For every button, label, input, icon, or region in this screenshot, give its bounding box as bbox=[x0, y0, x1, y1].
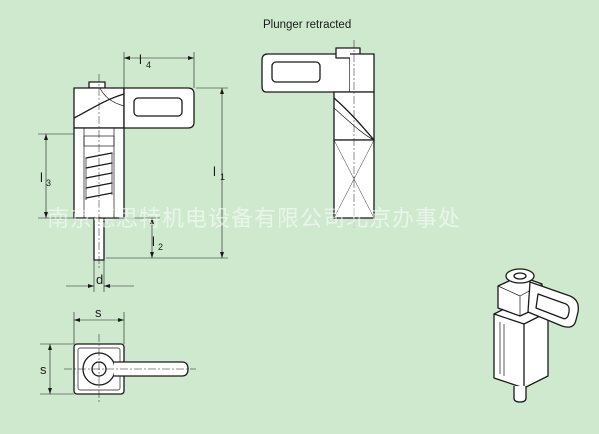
iso-pin bbox=[513, 386, 527, 403]
side-body-cross bbox=[333, 139, 375, 219]
front-knob-stub bbox=[88, 81, 106, 89]
dim-d: d bbox=[66, 260, 134, 292]
caption: Plunger retracted bbox=[263, 19, 351, 31]
side-collar-top bbox=[350, 53, 375, 93]
dim-l4-sub: 4 bbox=[146, 60, 151, 70]
dim-d-label: d bbox=[96, 272, 103, 287]
dim-l4-label: l bbox=[139, 52, 142, 67]
dim-l1: l 1 bbox=[106, 87, 228, 259]
front-cam-slope bbox=[73, 93, 125, 119]
dim-l3: l 3 bbox=[38, 133, 74, 219]
dim-l2: l 2 bbox=[126, 217, 163, 258]
side-handle bbox=[261, 53, 351, 93]
dim-l1-label: l bbox=[213, 164, 216, 179]
side-knob bbox=[335, 47, 361, 59]
side-view bbox=[261, 40, 375, 228]
dim-l3-label: l bbox=[40, 170, 43, 185]
dim-l3-sub: 3 bbox=[46, 178, 51, 188]
watermark-text: 南京德思特机电设备有限公司北京办事处 bbox=[47, 207, 461, 232]
dim-l2-label: l bbox=[152, 234, 155, 249]
front-view bbox=[73, 74, 195, 268]
dim-l4: l 4 bbox=[123, 52, 195, 88]
dim-s-top: s bbox=[73, 305, 125, 344]
iso-handle bbox=[527, 281, 579, 328]
dim-s-side-label: s bbox=[40, 362, 47, 377]
top-view bbox=[64, 334, 196, 404]
dim-l1-sub: 1 bbox=[220, 172, 225, 182]
iso-handle-slot bbox=[535, 293, 570, 320]
side-handle-slot bbox=[271, 61, 321, 83]
front-wall-right bbox=[113, 127, 125, 219]
dim-l2-sub: 2 bbox=[158, 242, 163, 252]
front-wall-left bbox=[73, 127, 85, 219]
front-handle-slot bbox=[133, 97, 183, 117]
isometric-view bbox=[493, 268, 579, 403]
dim-s-top-label: s bbox=[95, 305, 102, 320]
dim-s-side: s bbox=[40, 343, 74, 395]
